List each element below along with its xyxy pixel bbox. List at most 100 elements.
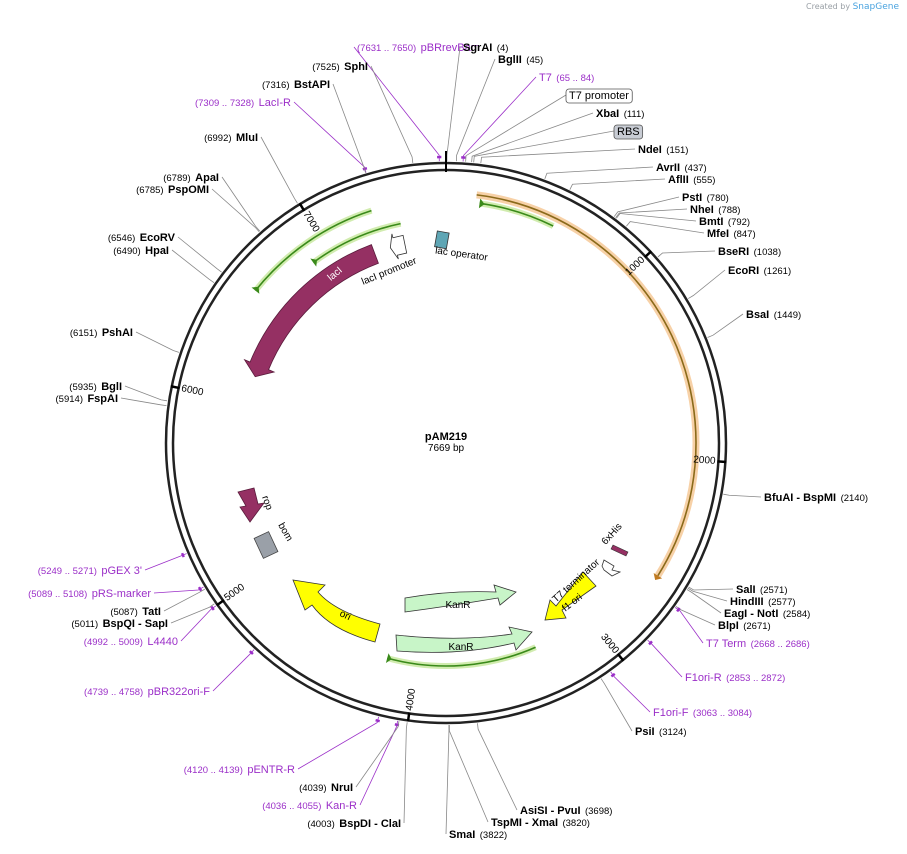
label-tspmi-xmai-27: TspMI - XmaI (3820): [491, 813, 590, 830]
tick-4000: [406, 712, 411, 722]
label-name: pBRrevBam: [421, 42, 480, 54]
laci-promoter-arrow: [389, 233, 408, 260]
label-name: AvrII: [656, 162, 680, 174]
tick-label-2000: 2000: [693, 454, 716, 467]
label-bfuai-bspmi-17: BfuAI - BspMI (2140): [764, 488, 868, 505]
label-pos: (2140): [841, 493, 868, 504]
label-pos: (2671): [743, 621, 770, 632]
label-name: EagI - NotI: [724, 608, 778, 620]
label-pos: (5249 .. 5271): [38, 566, 97, 577]
label-xbai-5: XbaI (111): [596, 104, 644, 121]
label-pos: (4120 .. 4139): [184, 765, 243, 776]
connector-bseri-14: [657, 250, 716, 258]
label-pos: (2853 .. 2872): [726, 673, 785, 684]
f1ori-arrow: [544, 571, 597, 621]
connector-kan-r-30: [359, 720, 399, 806]
label-bspqi-sapi-35: (5011) BspQI - SapI: [71, 614, 168, 631]
label-pos: (3124): [659, 727, 686, 738]
label-t7-3: T7 (65 .. 84): [539, 68, 594, 85]
label-pos: (4): [497, 43, 509, 54]
his-tag-mark: [610, 544, 629, 557]
label-nhei-11: NheI (788): [690, 200, 740, 217]
label-name: BmtI: [699, 216, 723, 228]
label-pos: (5087): [110, 607, 137, 618]
label-ndei-7: NdeI (151): [638, 140, 688, 157]
connector-blpi-21: [675, 605, 716, 626]
label-avrii-8: AvrII (437): [656, 158, 707, 175]
label-name: RBS: [617, 126, 640, 138]
bom-box: [253, 531, 279, 559]
label-pos: (6992): [204, 133, 231, 144]
label-name: PshAI: [102, 327, 133, 339]
label-name: BlpI: [718, 620, 739, 632]
connector-hpai-42: [171, 249, 215, 283]
connector-pbrrevbam-0: [353, 46, 440, 162]
label-pos: (4739 .. 4758): [84, 687, 143, 698]
label-pspomi-44: (6785) PspOMI: [136, 180, 209, 197]
label-sphi-49: (7525) SphI: [312, 57, 368, 74]
connector-f1ori-f-24: [610, 671, 651, 713]
label-pos: (780): [707, 193, 729, 204]
label-pgex-3-38: (5249 .. 5271) pGEX 3': [38, 561, 142, 578]
connector-bspqi-sapi-35: [170, 603, 215, 624]
connector-sphi-49: [370, 65, 414, 164]
primer-mark-t7-term: [676, 607, 681, 613]
label-name: PsiI: [635, 726, 655, 738]
primer-mark-f1ori-f: [610, 672, 616, 678]
connector-t7-3: [462, 76, 537, 162]
label-name: T7 Term: [706, 638, 746, 650]
label-pos: (6785): [136, 185, 163, 196]
label-name: SalI: [736, 584, 756, 596]
orf-orange: [476, 194, 697, 577]
label-l4440-34: (4992 .. 5009) L4440: [84, 632, 178, 649]
connector-prs-marker-37: [153, 586, 204, 594]
label-pos: (4036 .. 4055): [262, 801, 321, 812]
label-name: NdeI: [638, 144, 662, 156]
label-prs-marker-37: (5089 .. 5108) pRS-marker: [28, 584, 151, 601]
connector-bspdi-clai-29: [403, 722, 408, 824]
label-name: pGEX 3': [101, 565, 142, 577]
label-pbr322ori-f-33: (4739 .. 4758) pBR322ori-F: [84, 682, 210, 699]
label-name: AflII: [668, 174, 689, 186]
label-pos: (1261): [764, 266, 791, 277]
label-bmti-12: BmtI (792): [699, 212, 750, 229]
label-nrui-31: (4039) NruI: [299, 778, 353, 795]
laci-arrow: [243, 244, 379, 378]
label-name: HpaI: [145, 245, 169, 257]
label-pos: (5089 .. 5108): [28, 589, 87, 600]
lac-operator-box: [434, 230, 450, 250]
bom-label: bom: [275, 521, 294, 543]
label-pos: (1038): [754, 247, 781, 258]
label-pos: (5011): [71, 619, 98, 630]
label-name: LacI-R: [259, 97, 291, 109]
label-pos: (111): [624, 109, 645, 120]
orf-orange-head: [653, 573, 663, 580]
label-name: L4440: [147, 636, 178, 648]
tick-label-4000: 4000: [404, 687, 418, 711]
primer-mark-pgex-3: [180, 552, 185, 558]
tick-label-5000: 5000: [222, 582, 247, 604]
label-pos: (3820): [562, 818, 589, 829]
label-name: SgrAI: [463, 42, 492, 54]
label-pos: (3698): [585, 806, 612, 817]
label-rbs-6: RBS: [617, 126, 640, 138]
connector-avrii-8: [544, 166, 654, 180]
label-ecorv-43: (6546) EcoRV: [108, 228, 176, 245]
label-bseri-14: BseRI (1038): [718, 242, 781, 259]
label-pos: (65 .. 84): [556, 73, 594, 84]
label-pos: (792): [728, 217, 750, 228]
label-name: NheI: [690, 204, 714, 216]
label-name: ApaI: [195, 172, 219, 184]
label-fspai-39: (5914) FspAI: [56, 389, 118, 406]
label-name: SmaI: [449, 829, 475, 841]
tick-label-7000: 7000: [300, 210, 321, 235]
label-f1ori-f-24: F1ori-F (3063 .. 3084): [653, 703, 752, 720]
primer-mark-l4440: [210, 605, 215, 611]
label-pshai-41: (6151) PshAI: [70, 323, 133, 340]
connector-hindiii-19: [687, 587, 728, 602]
orf-head-1: [251, 286, 260, 294]
label-pos: (7525): [312, 62, 339, 73]
label-pos: (6151): [70, 328, 97, 339]
label-psii-25: PsiI (3124): [635, 722, 687, 739]
